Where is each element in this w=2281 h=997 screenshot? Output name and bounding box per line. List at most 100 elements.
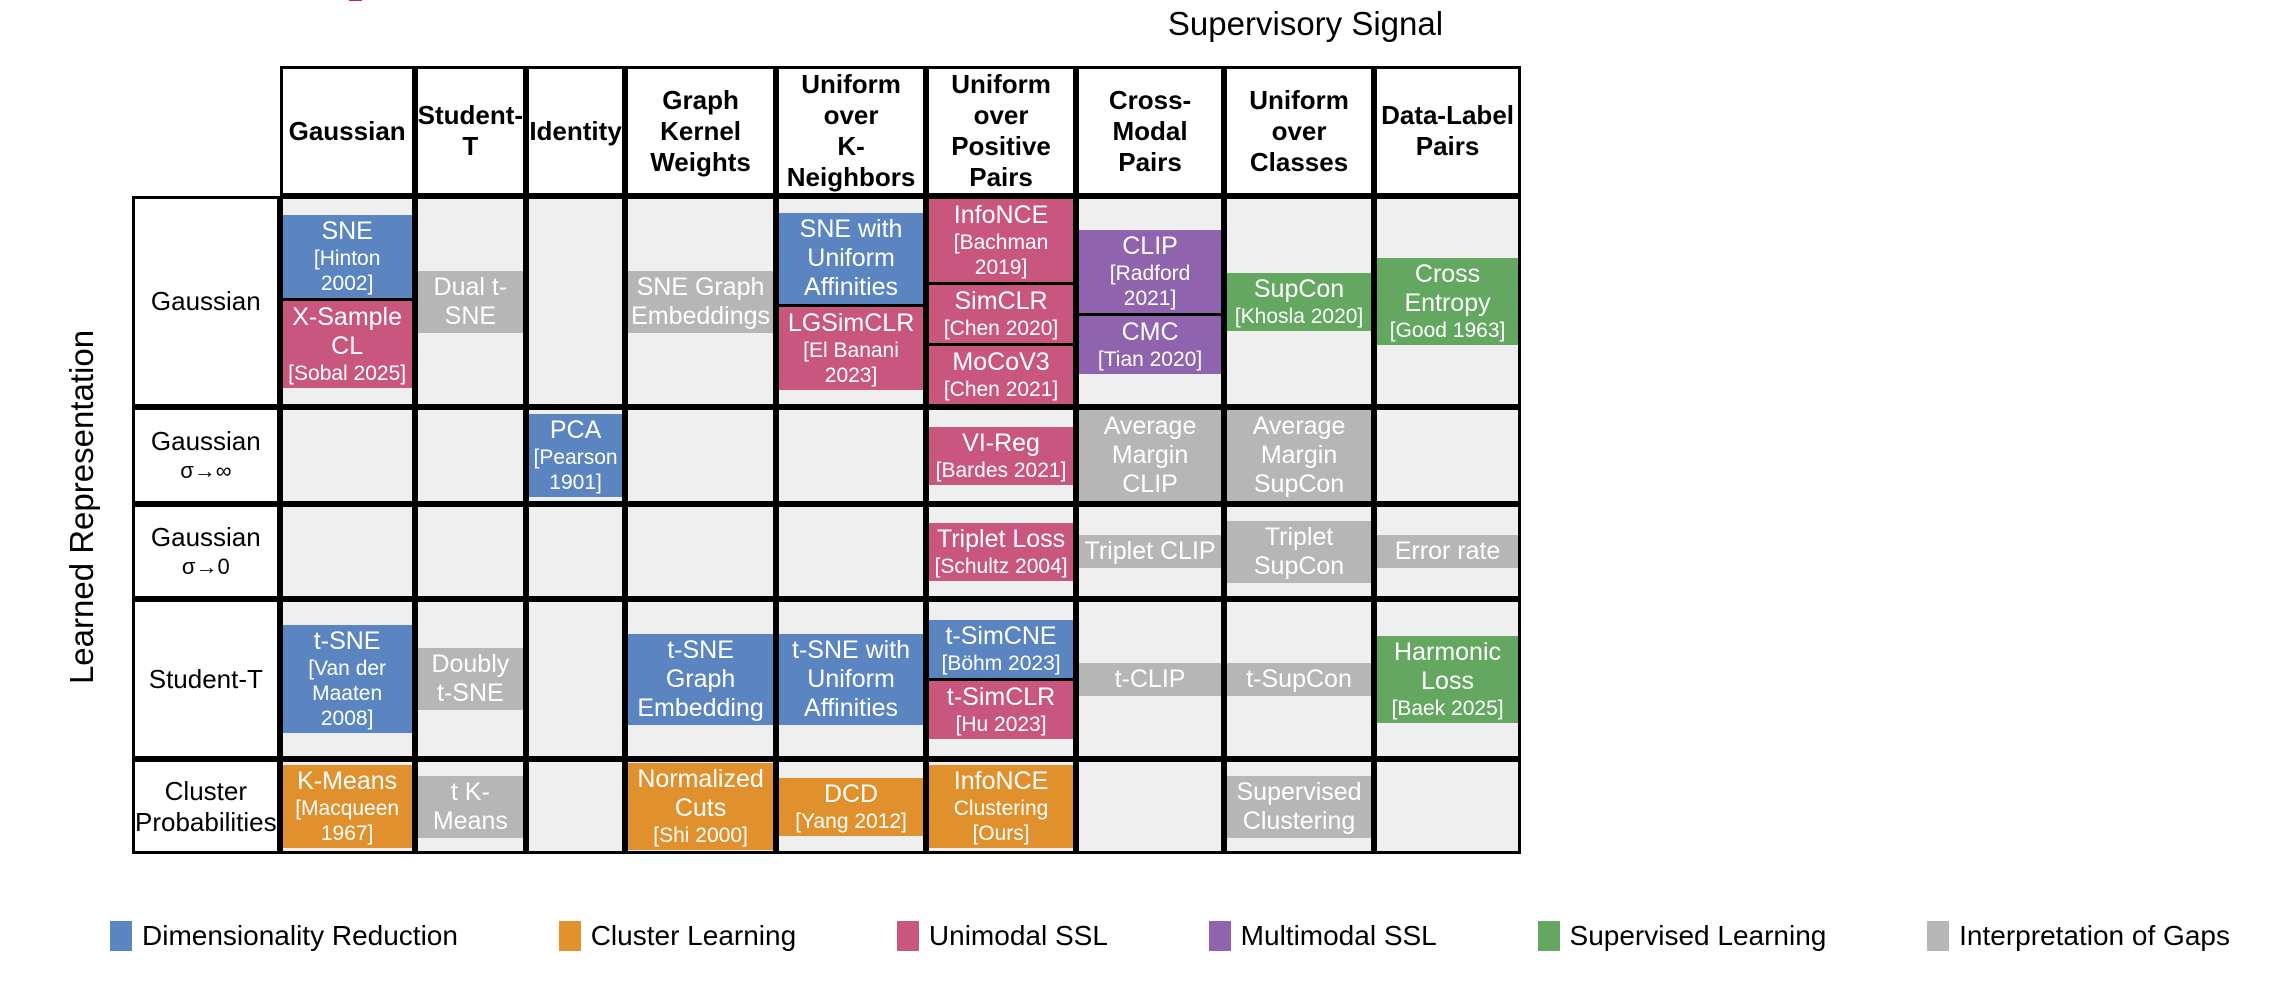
matrix-cell-r2-c1[interactable] <box>414 504 527 599</box>
matrix-cell-r2-c7[interactable]: Triplet SupCon <box>1224 504 1375 599</box>
entry-name: t-CLIP <box>1114 664 1186 693</box>
cell-entry[interactable]: CMC[Tian 2020] <box>1079 312 1222 374</box>
entry-name: VI-Reg <box>962 428 1040 457</box>
matrix-cell-r1-c5[interactable]: VI-Reg[Bardes 2021] <box>926 407 1077 504</box>
matrix-cell-r3-c7[interactable]: t-SupCon <box>1224 599 1375 759</box>
matrix-cell-r3-c5[interactable]: t-SimCNE[Böhm 2023]t-SimCLR[Hu 2023] <box>926 599 1077 759</box>
matrix-cell-r1-c2[interactable]: PCA[Pearson 1901] <box>526 407 626 504</box>
cell-entry[interactable]: VI-Reg[Bardes 2021] <box>929 426 1074 485</box>
cell-entry[interactable]: Triplet SupCon <box>1227 520 1372 583</box>
cell-entry[interactable]: SNE with Uniform Affinities <box>779 213 924 304</box>
entry-citation: [Radford 2021] <box>1109 261 1191 310</box>
matrix-cell-r0-c5[interactable]: InfoNCE[Bachman 2019]SimCLR[Chen 2020]Mo… <box>926 196 1077 407</box>
cell-entry[interactable]: t K-Means <box>417 775 524 838</box>
cell-entry[interactable]: t-SNE Graph Embedding <box>628 633 774 725</box>
matrix-cell-r0-c7[interactable]: SupCon[Khosla 2020] <box>1224 196 1375 407</box>
row-header-sublabel: σ→0 <box>181 554 230 579</box>
matrix-cell-r0-c1[interactable]: Dual t-SNE <box>414 196 527 407</box>
cell-empty <box>282 549 412 554</box>
cell-entry[interactable]: Average Margin SupCon <box>1227 410 1372 501</box>
cell-entry[interactable]: Harmonic Loss[Baek 2025] <box>1377 635 1519 723</box>
cell-entry[interactable]: K-Means[Macqueen 1967] <box>282 765 412 848</box>
cell-entry[interactable]: SimCLR[Chen 2020] <box>929 282 1074 343</box>
matrix-cell-r1-c8[interactable] <box>1374 407 1522 504</box>
matrix-cell-r0-c6[interactable]: CLIP[Radford 2021]CMC[Tian 2020] <box>1076 196 1225 407</box>
cell-entry[interactable]: t-SNE with Uniform Affinities <box>779 633 924 725</box>
matrix-cell-r4-c1[interactable]: t K-Means <box>414 759 527 854</box>
matrix-cell-r2-c6[interactable]: Triplet CLIP <box>1076 504 1225 599</box>
cell-entry[interactable]: Error rate <box>1377 535 1519 568</box>
entry-name: SimCLR <box>954 287 1048 315</box>
matrix-cell-r0-c2[interactable] <box>526 196 626 407</box>
matrix-cell-r1-c4[interactable] <box>776 407 927 504</box>
cell-entry[interactable]: t-SimCNE[Böhm 2023] <box>929 619 1074 678</box>
matrix-cell-r1-c1[interactable] <box>414 407 527 504</box>
matrix-cell-r2-c4[interactable] <box>776 504 927 599</box>
matrix-cell-r0-c0[interactable]: SNE[Hinton 2002]X-Sample CL[Sobal 2025] <box>279 196 415 407</box>
cell-entry[interactable]: Dual t-SNE <box>417 270 524 333</box>
entry-name: Supervised Clustering <box>1236 777 1362 835</box>
cell-entry[interactable]: X-Sample CL[Sobal 2025] <box>282 298 412 388</box>
matrix-cell-r1-c0[interactable] <box>279 407 415 504</box>
cell-empty <box>529 804 623 809</box>
matrix-cell-r2-c2[interactable] <box>526 504 626 599</box>
matrix-cell-r3-c4[interactable]: t-SNE with Uniform Affinities <box>776 599 927 759</box>
matrix-cell-r4-c4[interactable]: DCD[Yang 2012] <box>776 759 927 854</box>
matrix-cell-r0-c8[interactable]: Cross Entropy[Good 1963] <box>1374 196 1522 407</box>
cell-stack: t-SNE Graph Embedding <box>628 633 774 725</box>
matrix-cell-r0-c3[interactable]: SNE Graph Embeddings <box>625 196 777 407</box>
cell-entry[interactable]: DCD[Yang 2012] <box>779 777 924 836</box>
matrix-cell-r4-c6[interactable] <box>1076 759 1225 854</box>
matrix-cell-r3-c0[interactable]: t-SNE[Van der Maaten 2008] <box>279 599 415 759</box>
cell-stack <box>779 549 924 554</box>
cell-stack <box>628 453 774 458</box>
cell-entry[interactable]: t-SupCon <box>1227 662 1372 696</box>
matrix-cell-r2-c5[interactable]: Triplet Loss[Schultz 2004] <box>926 504 1077 599</box>
matrix-cell-r3-c6[interactable]: t-CLIP <box>1076 599 1225 759</box>
matrix-cell-r2-c3[interactable] <box>625 504 777 599</box>
cell-stack: t-SupCon <box>1227 662 1372 696</box>
matrix-cell-r4-c3[interactable]: Normalized Cuts[Shi 2000] <box>625 759 777 854</box>
cell-entry[interactable]: InfoNCE[Bachman 2019] <box>929 199 1074 282</box>
cell-stack <box>529 299 623 304</box>
matrix-cell-r4-c8[interactable] <box>1374 759 1522 854</box>
cell-entry[interactable]: SNE Graph Embeddings <box>628 270 774 333</box>
cell-entry[interactable]: Triplet CLIP <box>1079 535 1222 568</box>
matrix-cell-r2-c8[interactable]: Error rate <box>1374 504 1522 599</box>
cell-entry[interactable]: SupCon[Khosla 2020] <box>1227 272 1372 331</box>
matrix-cell-r3-c1[interactable]: Doubly t-SNE <box>414 599 527 759</box>
cell-stack: Doubly t-SNE <box>417 648 524 710</box>
legend-item-0: Dimensionality Reduction <box>110 920 458 952</box>
cell-entry[interactable]: LGSimCLR[El Banani 2023] <box>779 304 924 390</box>
cell-entry[interactable]: SNE[Hinton 2002] <box>282 215 412 298</box>
cell-entry[interactable]: t-SNE[Van der Maaten 2008] <box>282 625 412 733</box>
column-header-line2: Pairs <box>1118 146 1182 177</box>
cell-entry[interactable]: Normalized Cuts[Shi 2000] <box>628 763 774 850</box>
cell-entry[interactable]: Doubly t-SNE <box>417 648 524 710</box>
row-header-label: Gaussian <box>150 522 261 552</box>
matrix-cell-r4-c0[interactable]: K-Means[Macqueen 1967] <box>279 759 415 854</box>
matrix-cell-r4-c7[interactable]: Supervised Clustering <box>1224 759 1375 854</box>
matrix-cell-r1-c7[interactable]: Average Margin SupCon <box>1224 407 1375 504</box>
matrix-cell-r3-c3[interactable]: t-SNE Graph Embedding <box>625 599 777 759</box>
cell-entry[interactable]: Average Margin CLIP <box>1079 410 1222 501</box>
matrix-cell-r3-c8[interactable]: Harmonic Loss[Baek 2025] <box>1374 599 1522 759</box>
cell-entry[interactable]: Cross Entropy[Good 1963] <box>1377 258 1519 345</box>
matrix-cell-r1-c6[interactable]: Average Margin CLIP <box>1076 407 1225 504</box>
cell-empty <box>1079 804 1222 809</box>
cell-entry[interactable]: t-CLIP <box>1079 662 1222 696</box>
matrix-cell-r2-c0[interactable] <box>279 504 415 599</box>
cell-entry[interactable]: CLIP[Radford 2021] <box>1079 229 1222 313</box>
cell-entry[interactable]: MoCoV3[Chen 2021] <box>929 343 1074 404</box>
cell-entry[interactable]: Triplet Loss[Schultz 2004] <box>929 522 1074 581</box>
matrix-cell-r3-c2[interactable] <box>526 599 626 759</box>
matrix-cell-r4-c2[interactable] <box>526 759 626 854</box>
cell-entry[interactable]: Supervised Clustering <box>1227 775 1372 838</box>
cell-entry[interactable]: PCA[Pearson 1901] <box>529 414 623 497</box>
matrix-cell-r1-c3[interactable] <box>625 407 777 504</box>
cell-entry[interactable]: t-SimCLR[Hu 2023] <box>929 677 1074 739</box>
